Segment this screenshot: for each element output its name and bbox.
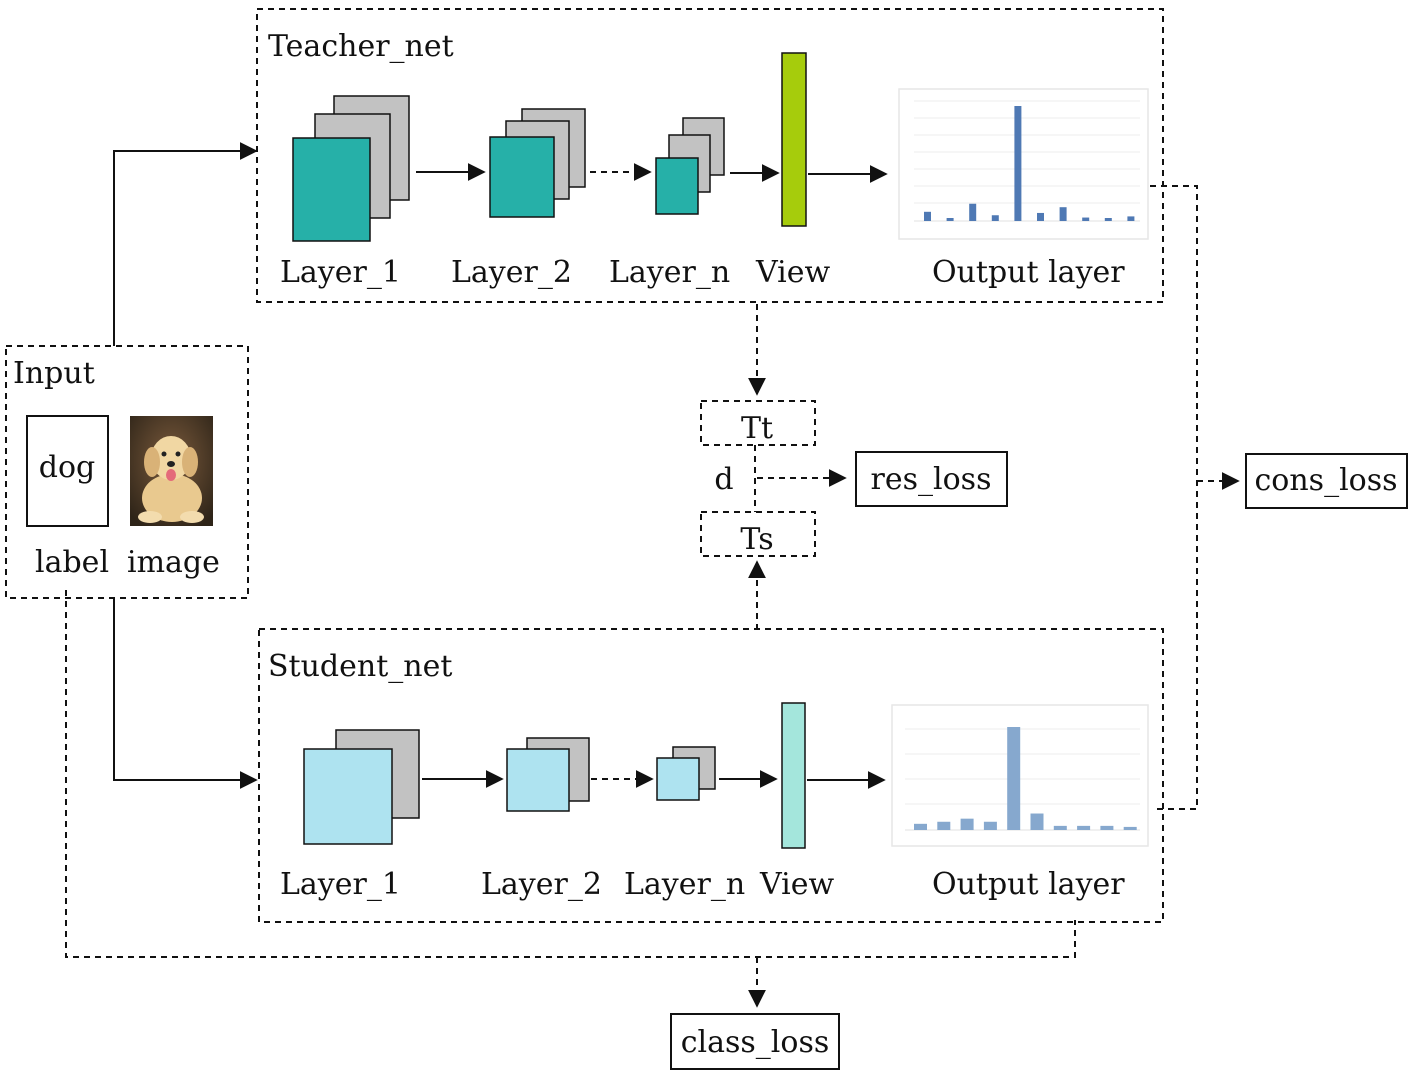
cons-loss-link bbox=[1150, 185, 1198, 810]
class-loss-label: class_loss bbox=[681, 1025, 830, 1060]
tt-box bbox=[700, 400, 816, 446]
teacher-layer-1-stack bbox=[292, 95, 410, 242]
res-loss-box bbox=[855, 451, 1008, 507]
teacher-output-chart bbox=[898, 88, 1149, 240]
class-loss-link bbox=[65, 590, 1076, 958]
teacher-layer-n-label: Layer_n bbox=[609, 255, 730, 290]
teacher-layer-1-label: Layer_1 bbox=[280, 255, 401, 290]
teacher-layer-n-front bbox=[655, 157, 699, 215]
student-output-label: Output layer bbox=[932, 867, 1125, 902]
student-output-bars bbox=[914, 727, 1137, 830]
student-output-bar-9 bbox=[1100, 825, 1114, 830]
teacher-output-bar-10 bbox=[1127, 216, 1135, 221]
student-net-panel: Student_net La bbox=[258, 628, 1164, 923]
teacher-output-label: Output layer bbox=[932, 255, 1125, 290]
input-title: Input bbox=[13, 356, 95, 391]
input-to-student-arrow bbox=[113, 598, 258, 789]
input-to-teacher-arrow bbox=[113, 142, 258, 346]
student-output-chart bbox=[891, 704, 1149, 847]
teacher-output-bar-7 bbox=[1059, 207, 1067, 221]
teacher-layer-2-stack bbox=[489, 108, 586, 218]
class-loss-box bbox=[670, 1013, 840, 1070]
teacher-layer-2-front bbox=[489, 136, 555, 218]
image-caption: image bbox=[127, 545, 220, 580]
student-layer-n-stack bbox=[656, 746, 716, 801]
teacher-output-bar-3 bbox=[969, 203, 977, 221]
teacher-net-title: Teacher_net bbox=[268, 29, 454, 64]
label-card bbox=[26, 415, 109, 527]
cons-loss-label: cons_loss bbox=[1254, 463, 1397, 498]
teacher-output-bar-2 bbox=[946, 218, 954, 221]
teacher-output-bar-9 bbox=[1104, 218, 1112, 221]
teacher-output-bars bbox=[924, 106, 1135, 221]
student-layer-2-stack bbox=[506, 737, 590, 812]
teacher-view-label: View bbox=[755, 255, 830, 290]
input-panel: Input dog label image bbox=[5, 345, 249, 599]
temperature-block: Tt d Ts bbox=[700, 304, 847, 630]
student-view-label: View bbox=[759, 867, 834, 902]
student-output-bar-8 bbox=[1077, 825, 1091, 830]
student-net-title: Student_net bbox=[268, 649, 452, 684]
teacher-output-bar-1 bbox=[924, 211, 931, 221]
teacher-net-panel: Teacher_net bbox=[256, 8, 1164, 303]
student-layer-1-front bbox=[303, 748, 393, 845]
teacher-output-frame bbox=[898, 88, 1149, 240]
res-loss-label: res_loss bbox=[871, 462, 992, 497]
student-output-bar-7 bbox=[1053, 825, 1067, 830]
teacher-output-bar-4 bbox=[991, 215, 999, 221]
label-caption: label bbox=[35, 545, 109, 580]
teacher-net-border bbox=[256, 8, 1164, 303]
student-output-bar-4 bbox=[983, 821, 997, 830]
tt-label: Tt bbox=[741, 411, 773, 446]
input-border bbox=[5, 345, 249, 599]
student-layer-1-stack bbox=[303, 729, 420, 845]
student-layer-n-front bbox=[656, 757, 700, 801]
teacher-view-bar bbox=[781, 52, 807, 227]
student-layer-1-label: Layer_1 bbox=[280, 867, 401, 902]
student-output-bar-6 bbox=[1030, 813, 1044, 830]
label-card-text: dog bbox=[39, 450, 95, 485]
cons-loss-box bbox=[1245, 453, 1408, 509]
student-layer-2-front bbox=[506, 748, 570, 812]
student-output-bar-1 bbox=[914, 823, 927, 830]
student-layer-n-label: Layer_n bbox=[624, 867, 745, 902]
dog-image bbox=[130, 416, 213, 526]
ts-label: Ts bbox=[740, 522, 773, 557]
teacher-output-bar-6 bbox=[1037, 212, 1044, 221]
student-view-bar bbox=[781, 702, 806, 849]
student-net-border bbox=[258, 628, 1164, 923]
student-output-bar-10 bbox=[1123, 826, 1137, 830]
teacher-output-bar-8 bbox=[1082, 217, 1090, 221]
student-output-bar-3 bbox=[960, 818, 974, 830]
ts-box bbox=[700, 511, 816, 557]
teacher-output-bar-5 bbox=[1014, 106, 1022, 221]
student-output-bar-5 bbox=[1007, 727, 1021, 830]
student-layer-2-label: Layer_2 bbox=[481, 867, 602, 902]
teacher-layer-n-stack bbox=[655, 117, 725, 215]
teacher-layer-1-front bbox=[292, 137, 371, 242]
teacher-layer-2-label: Layer_2 bbox=[451, 255, 572, 290]
student-output-bar-2 bbox=[937, 821, 951, 830]
distance-label: d bbox=[714, 462, 733, 497]
